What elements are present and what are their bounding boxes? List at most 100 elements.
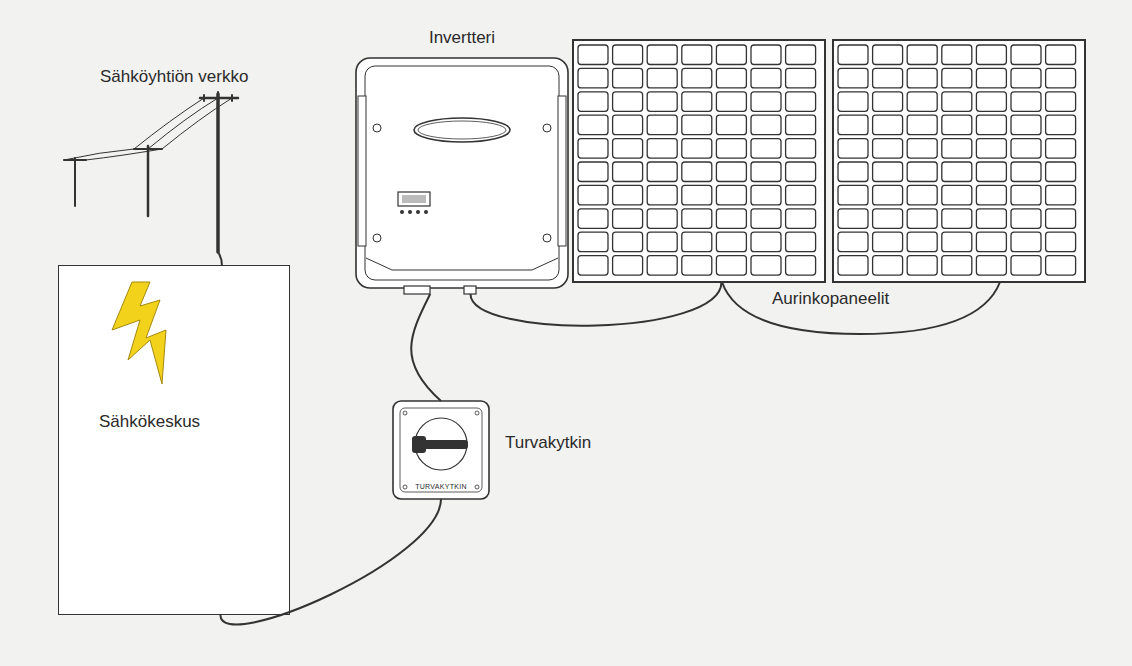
solar-cell [907,92,937,112]
solar-cell [647,139,677,159]
solar-cell [786,256,816,276]
solar-cell [873,45,903,65]
solar-cell [578,45,608,65]
solar-cell [976,45,1006,65]
solar-cell [716,139,746,159]
solar-cell [873,162,903,182]
solar-cell [613,185,643,205]
solar-cell [907,209,937,229]
cable [411,294,441,401]
solar-cell [873,185,903,205]
solar-cell [873,115,903,135]
solar-cell [613,45,643,65]
solar-cell [578,232,608,252]
solar-cell [1011,232,1041,252]
solar-cell [578,92,608,112]
solar-cell [1011,115,1041,135]
solar-cell [1046,68,1076,88]
solar-cell [647,162,677,182]
node-heading: Turvakytkin [505,433,591,453]
lightning-icon [112,282,166,384]
solar-cell [873,209,903,229]
solar-cell [976,115,1006,135]
solar-cell [716,185,746,205]
node-title: Sähkökeskus [99,412,200,432]
solar-cell [647,68,677,88]
solar-cell [647,256,677,276]
solar-cell [1046,232,1076,252]
solar-cell [647,232,677,252]
solar-cell [1011,256,1041,276]
solar-cell [838,139,868,159]
solar-cell [942,185,972,205]
solar-cell [613,92,643,112]
solar-cell [613,232,643,252]
distribution-board: Sähkökeskus [58,265,290,615]
solar-cell [716,256,746,276]
solar-cell [578,68,608,88]
solar-cell [786,209,816,229]
solar-cell [976,162,1006,182]
solar-cell [682,256,712,276]
solar-cell [942,68,972,88]
solar-cell [907,139,937,159]
solar-cell [907,185,937,205]
solar-cell [838,209,868,229]
solar-cell [578,185,608,205]
solar-cell [578,139,608,159]
solar-cell [751,232,781,252]
solar-cell [1011,45,1041,65]
safety-switch-drawing [393,401,489,499]
solar-cell [751,185,781,205]
solar-cell [907,115,937,135]
node-heading: Invertteri [356,28,568,48]
solar-cell [613,162,643,182]
solar-cell [942,45,972,65]
solar-cell [942,256,972,276]
solar-cell [838,92,868,112]
solar-cell [682,68,712,88]
solar-cell [907,232,937,252]
solar-cell [907,256,937,276]
solar-cell [578,209,608,229]
solar-cell [1011,139,1041,159]
safety-switch: TurvakytkinTURVAKYTKIN [393,401,489,499]
solar-cell [647,185,677,205]
solar-cell [942,115,972,135]
solar-cell [1046,45,1076,65]
solar-cell [907,162,937,182]
solar-cell [613,115,643,135]
solar-cell [716,232,746,252]
switch-plate-text: TURVAKYTKIN [393,483,489,490]
solar-cell [873,92,903,112]
solar-cell [751,256,781,276]
panel-link-wire [722,282,1000,334]
solar-cell [751,115,781,135]
solar-cell [682,162,712,182]
solar-cell [647,92,677,112]
solar-cell [751,68,781,88]
solar-cell [613,256,643,276]
solar-cell [751,209,781,229]
power-poles [64,92,238,266]
solar-cell [716,115,746,135]
solar-cell [942,92,972,112]
solar-cell [1011,92,1041,112]
solar-cell [682,232,712,252]
solar-cell [838,45,868,65]
node-heading: Aurinkopaneelit [769,289,892,309]
solar-panel-group: Aurinkopaneelit [573,40,1085,282]
solar-cell [786,232,816,252]
solar-cell [716,92,746,112]
solar-cell [942,139,972,159]
solar-cell [1046,92,1076,112]
solar-cell [786,162,816,182]
solar-cell [1046,139,1076,159]
solar-cell [682,45,712,65]
solar-cell [873,232,903,252]
solar-cell [786,68,816,88]
solar-cell [786,45,816,65]
solar-cell [976,185,1006,205]
